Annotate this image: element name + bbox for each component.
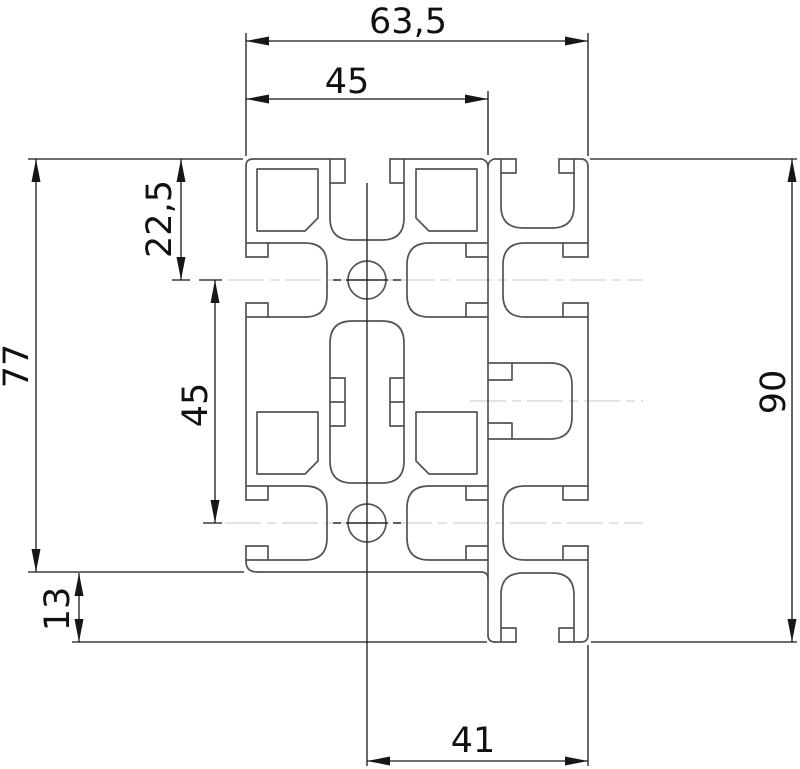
- body-bottom-edge: [256, 571, 489, 580]
- arrow-63-5-left: [246, 36, 269, 46]
- tslot-left1-lips: [245, 242, 269, 318]
- arrow-63-5-right: [565, 36, 588, 46]
- body-bottom-left-fillet: [245, 560, 258, 573]
- chamber-mid-left: [256, 411, 319, 475]
- top-v-notch: [481, 158, 495, 168]
- column-top-edge: [493, 158, 589, 168]
- arrow-22-5-down: [176, 257, 186, 280]
- arrow-45left-down: [210, 500, 220, 523]
- dimension-labels: 63,5 45 22,5 77 45 13 90 41: [0, 2, 794, 761]
- dim-label-center-to-edge: 41: [451, 721, 496, 761]
- tslot-columntop-lips: [500, 158, 575, 174]
- tslot-left2-lips: [245, 485, 269, 561]
- tslot-columnright1-cavity: [502, 242, 589, 318]
- arrow-77-up: [31, 159, 41, 182]
- tslot-bodyright2-cavity: [406, 485, 489, 561]
- tslot-columnbottom-lips: [500, 627, 575, 643]
- tslot-top2-lips: [329, 401, 405, 427]
- arrow-41-right: [565, 756, 588, 766]
- tslot-columntop-cavity: [500, 158, 575, 229]
- tslot-bodyright1-lips: [465, 242, 489, 318]
- dim-label-hole-spacing: 45: [176, 383, 216, 428]
- arrow-41-left: [367, 756, 390, 766]
- tslot-columnbottom-cavity: [500, 572, 575, 643]
- arrow-77-down: [31, 549, 41, 572]
- arrow-13-up: [74, 573, 84, 596]
- chamber-top-left: [256, 168, 319, 232]
- tslot-columnright2-lips: [562, 485, 589, 561]
- tslot-top1-lips: [329, 158, 405, 184]
- hole-axes: [333, 183, 401, 766]
- body-top-left-fillet: [245, 158, 254, 167]
- arrow-45top-right: [465, 94, 488, 104]
- arrow-22-5-up: [176, 159, 186, 182]
- arrow-45left-up: [210, 280, 220, 303]
- extension-lines: [28, 33, 797, 766]
- dimension-arrowheads: [31, 36, 797, 766]
- tslot-left2-cavity: [245, 485, 328, 561]
- tslot-columnleft-cavity: [487, 362, 573, 440]
- chamber-top-right: [415, 168, 478, 232]
- chamber-mid-right: [415, 411, 478, 475]
- tslot-bodyright2-lips: [465, 485, 489, 561]
- column-bottom-left-fillet: [487, 634, 496, 643]
- tslot-columnright2-cavity: [502, 485, 589, 561]
- tslot-columnleft-lips: [487, 362, 513, 440]
- dimension-lines: [35, 40, 793, 762]
- dim-label-overall-width: 63,5: [369, 2, 447, 42]
- column-bottom-right-fillet: [580, 634, 589, 643]
- arrow-90-down: [787, 619, 797, 642]
- dim-label-overall-height: 90: [754, 370, 794, 415]
- tslot-bodyright1-cavity: [406, 242, 489, 318]
- arrow-13-down: [74, 619, 84, 642]
- arrow-90-up: [787, 159, 797, 182]
- dim-label-first-hole-offset: 22,5: [140, 180, 180, 258]
- dim-label-body-width: 45: [325, 62, 370, 102]
- centerlines-light: [225, 279, 643, 524]
- tslot-bottom1-lips: [329, 377, 405, 403]
- tslot-left1-cavity: [245, 242, 328, 318]
- arrow-45top-left: [246, 94, 269, 104]
- dim-label-body-height: 77: [0, 344, 37, 389]
- tslot-columnright1-lips: [562, 242, 589, 318]
- dim-label-bottom-step: 13: [38, 587, 78, 632]
